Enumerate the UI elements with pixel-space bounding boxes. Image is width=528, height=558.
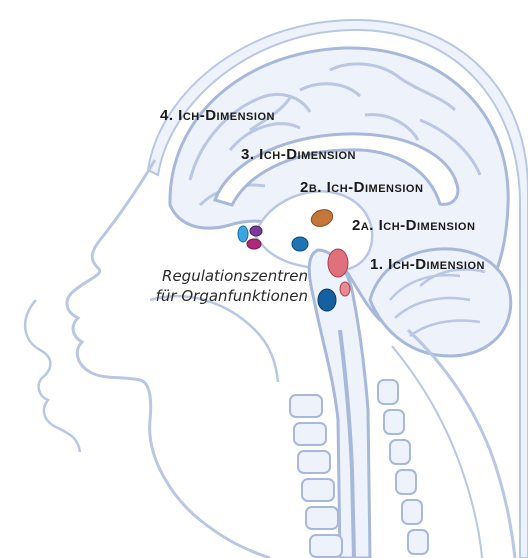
palate-outline bbox=[150, 296, 278, 382]
structure-pink bbox=[328, 249, 348, 277]
structure-cyan bbox=[238, 226, 248, 242]
structure-pink-small bbox=[340, 282, 350, 296]
label-dim2b: 2b. Ich-Dimension bbox=[300, 180, 423, 195]
structure-navy bbox=[318, 289, 336, 311]
caption-regulation-centres: Regulationszentren für Organfunktionen bbox=[156, 266, 308, 306]
label-dim2a: 2a. Ich-Dimension bbox=[352, 218, 475, 233]
label-dim3: 3. Ich-Dimension bbox=[241, 147, 356, 162]
structure-blue bbox=[292, 237, 308, 251]
neck-posterior bbox=[408, 330, 515, 558]
caption-line-2: für Organfunktionen bbox=[156, 286, 308, 306]
structure-magenta bbox=[247, 239, 261, 249]
caption-line-1: Regulationszentren bbox=[156, 266, 308, 286]
structure-purple bbox=[250, 226, 262, 236]
nose-and-lips bbox=[25, 300, 80, 452]
label-dim1: 1. Ich-Dimension bbox=[370, 257, 485, 272]
label-dim4: 4. Ich-Dimension bbox=[160, 108, 275, 123]
